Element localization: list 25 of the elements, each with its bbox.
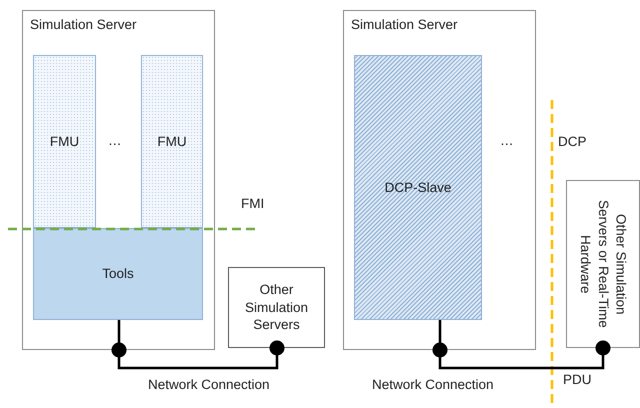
text-label: DCP [558,134,587,149]
network-line [432,340,610,370]
node-label: Tools [102,265,134,283]
node-label: Other Simulation Servers or Real-Time Hardware [577,199,630,330]
server-box [343,10,536,350]
tools-box [33,228,203,320]
fmu-box [33,55,96,228]
network-line [112,340,284,370]
slave-box [354,55,482,320]
text-label: PDU [563,372,592,387]
fmu-box [141,55,203,228]
node-label: Simulation Server [30,16,137,34]
hardware-box [566,180,640,348]
text-label: … [500,133,514,148]
node-label: DCP-Slave [384,178,452,196]
node-label: FMU [50,132,80,150]
node-label: Simulation Server [351,16,458,34]
server-box [22,10,215,350]
text-label: FMI [241,196,264,211]
node-label: Other Simulation Servers [244,281,310,334]
node-label: FMU [157,132,187,150]
edge-label: Network Connection [148,377,270,392]
server-box [228,267,325,348]
text-label: … [108,133,122,148]
edge-label: Network Connection [372,377,494,392]
